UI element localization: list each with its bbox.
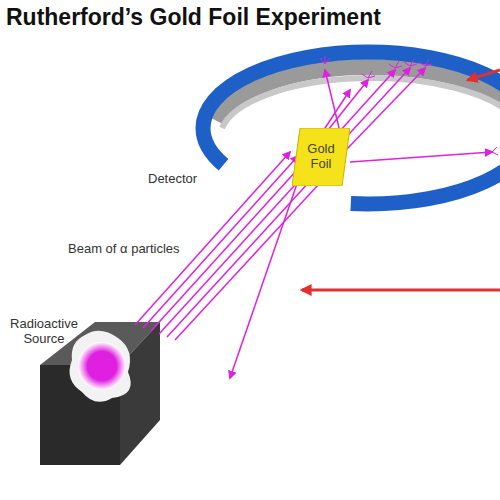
diagram-title: Rutherford’s Gold Foil Experiment [6, 4, 381, 31]
scattered-particles [230, 68, 492, 378]
pointer-arrow [468, 70, 500, 80]
source-side [120, 322, 160, 465]
foil-label: Gold Foil [301, 142, 341, 172]
source-opening [70, 331, 131, 402]
detector-ring [203, 52, 500, 204]
source-label: Radioactive Source [4, 317, 84, 347]
beam-label: Beam of α particles [68, 241, 180, 256]
pointer-arrow [302, 289, 500, 292]
gold-foil: Gold Foil [292, 128, 350, 186]
detector-label: Detector [148, 171, 197, 186]
alpha-source-core [87, 351, 117, 381]
alpha-source [78, 342, 126, 390]
